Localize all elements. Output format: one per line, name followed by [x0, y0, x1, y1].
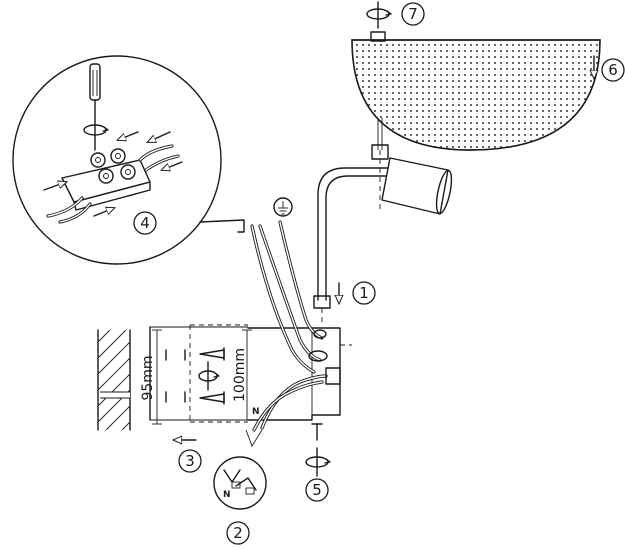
- rotate-arrow-icon: [366, 1, 392, 29]
- step-7-number: 7: [408, 5, 418, 23]
- dimension-100mm: 100mm: [232, 329, 252, 421]
- ground-icon: [273, 197, 293, 217]
- lamp-shade: [351, 39, 601, 151]
- step-3-number: 3: [185, 452, 195, 470]
- supply-wires: [250, 220, 328, 432]
- terminal-magnifier: [12, 55, 245, 265]
- mounting-plate: [247, 327, 341, 421]
- terminal-wires: [46, 144, 180, 224]
- step-3-marker: 3: [174, 440, 202, 473]
- lamp-socket: [381, 157, 453, 215]
- connector-callout: [213, 429, 267, 510]
- plate-rotate-icon: [198, 361, 220, 391]
- neutral-label-plate: N: [252, 407, 260, 417]
- base-rotate-icon: [305, 447, 331, 477]
- step-7-marker: 7: [401, 2, 425, 26]
- dimension-95mm: 95mm: [140, 329, 162, 425]
- step-4-number: 4: [140, 214, 150, 232]
- step-6-marker: 6: [594, 55, 625, 82]
- arm-nut: [313, 295, 331, 322]
- shade-knob: [370, 31, 386, 42]
- terminal-arrows: [43, 131, 183, 217]
- step-1-number: 1: [359, 284, 369, 302]
- wall-hatching: [97, 329, 131, 431]
- neutral-label-connector: N: [223, 490, 231, 500]
- screwdriver-icon: [83, 63, 109, 151]
- step-2-marker: 2: [226, 521, 250, 545]
- terminal-block: [61, 148, 151, 211]
- base-screw: [311, 423, 323, 441]
- step-1-marker: 1: [339, 281, 376, 304]
- mounting-holes: [165, 349, 186, 403]
- step-6-number: 6: [608, 61, 618, 79]
- wall-screws: [199, 347, 225, 405]
- wire-clamp: [308, 329, 352, 385]
- lamp-arm: [317, 167, 389, 301]
- wall-outline: [149, 324, 248, 423]
- step-5-marker: 5: [305, 478, 329, 502]
- shade-rod: [371, 118, 389, 210]
- step-4-marker: 4: [133, 211, 157, 235]
- dimension-100mm-label: 100mm: [232, 348, 248, 402]
- step-2-number: 2: [233, 524, 243, 542]
- dimension-95mm-label: 95mm: [140, 355, 156, 400]
- step-5-number: 5: [312, 481, 322, 499]
